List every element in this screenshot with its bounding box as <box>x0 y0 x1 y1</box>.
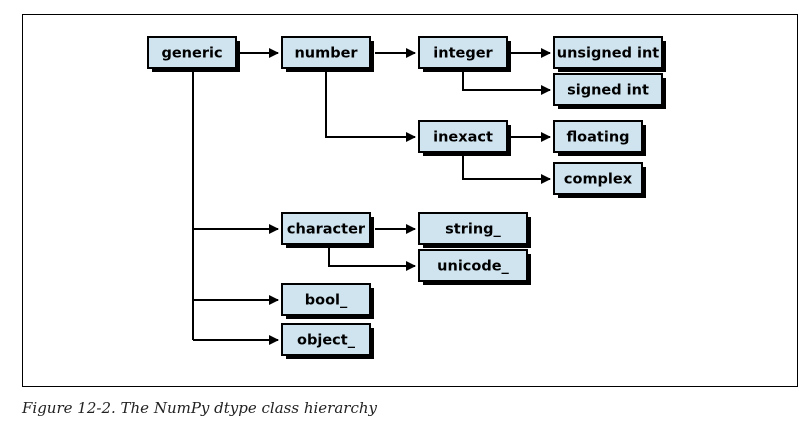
node-generic: generic <box>147 36 240 72</box>
node-label: object_ <box>297 333 356 349</box>
node-label: inexact <box>433 130 493 146</box>
node-number: number <box>281 36 374 72</box>
node-floating: floating <box>553 120 646 156</box>
node-label: character <box>287 222 366 238</box>
node-unsigned-int: unsigned int <box>553 36 666 72</box>
node-label: integer <box>433 46 493 62</box>
node-complex: complex <box>553 162 646 198</box>
node-label: number <box>294 46 358 62</box>
node-unicode: unicode_ <box>418 249 531 285</box>
edges <box>192 48 551 345</box>
node-object: object_ <box>281 323 374 359</box>
figure-frame <box>22 14 798 387</box>
dtype-hierarchy-diagram: generic number integer unsigned int sign… <box>147 36 666 359</box>
edge-character-unicode <box>328 245 416 271</box>
node-signed-int: signed int <box>553 73 666 109</box>
node-inexact: inexact <box>418 120 511 156</box>
node-character: character <box>281 212 374 248</box>
node-integer: integer <box>418 36 511 72</box>
node-bool: bool_ <box>281 283 374 319</box>
node-label: complex <box>564 172 633 188</box>
node-string: string_ <box>418 212 531 248</box>
node-label: string_ <box>445 222 501 238</box>
edge-inexact-complex <box>462 153 551 184</box>
node-label: signed int <box>567 83 649 99</box>
edge-integer-signed-int <box>462 69 551 95</box>
node-label: generic <box>161 46 222 62</box>
figure-caption: Figure 12-2. The NumPy dtype class hiera… <box>22 399 377 417</box>
node-label: floating <box>566 130 629 146</box>
node-label: unsigned int <box>557 46 660 62</box>
node-label: unicode_ <box>437 259 509 275</box>
edge-number-inexact <box>325 69 416 142</box>
node-label: bool_ <box>305 293 348 309</box>
